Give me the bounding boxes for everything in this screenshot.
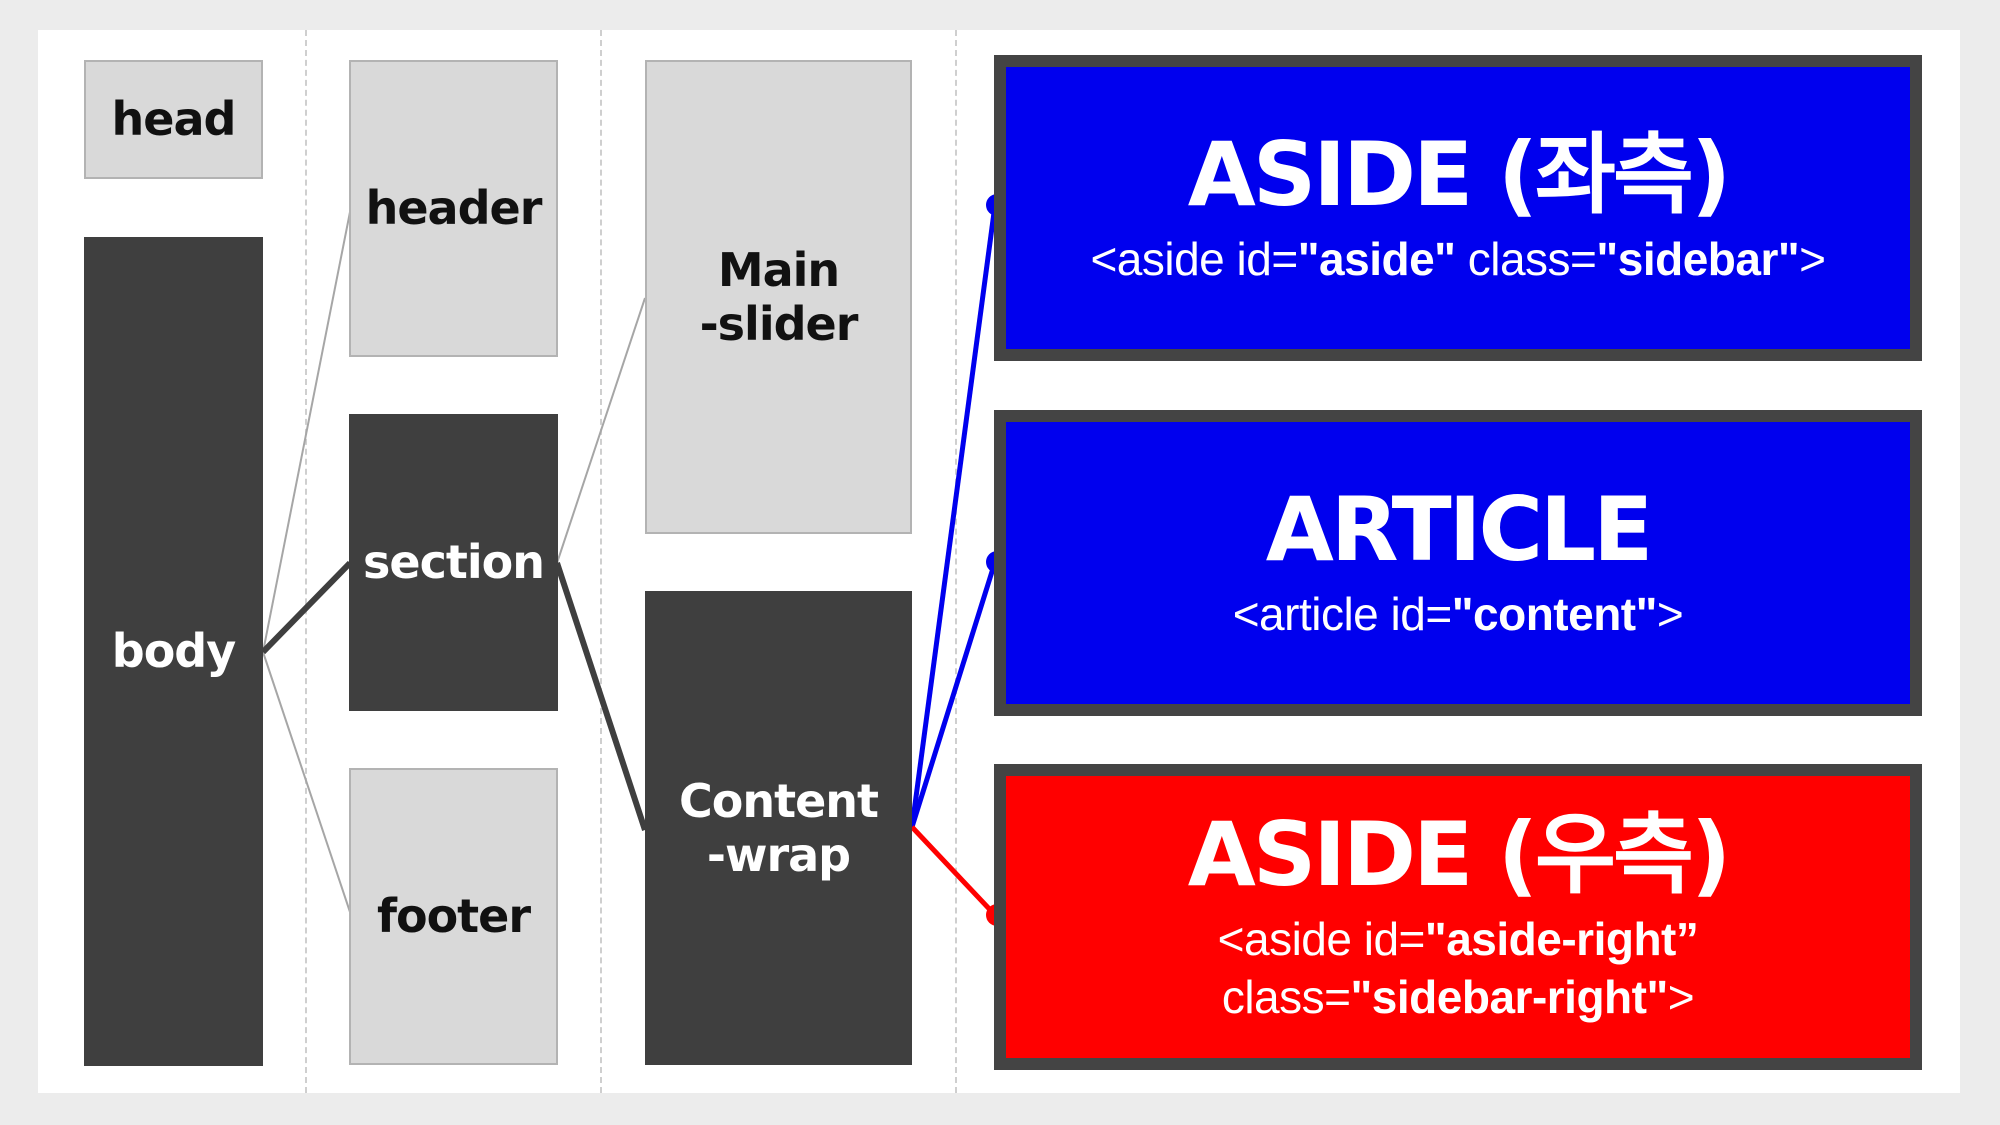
code-id-value: "aside-right” xyxy=(1424,912,1699,965)
panel-aside-left-code: <aside id="aside" class="sidebar"> xyxy=(1090,230,1826,289)
column-divider xyxy=(305,30,307,1093)
connector-body-section xyxy=(260,560,353,655)
node-main-slider-label: Main -slider xyxy=(699,242,859,351)
code-class-attr: class= xyxy=(1455,232,1597,285)
connector-contentwrap-article xyxy=(909,561,998,828)
panel-aside-left: ASIDE (좌측) <aside id="aside" class="side… xyxy=(994,55,1922,361)
connector-section-mainslider xyxy=(556,297,646,564)
panel-article: ARTICLE <article id="content"> xyxy=(994,410,1922,716)
code-id-value: "content" xyxy=(1451,587,1658,640)
panel-aside-right: ASIDE (우측) <aside id="aside-right” class… xyxy=(994,764,1922,1070)
node-head: head xyxy=(84,60,263,179)
node-header-label: header xyxy=(365,181,543,236)
node-content-wrap-label: Content -wrap xyxy=(678,773,879,882)
node-main-slider: Main -slider xyxy=(645,60,912,534)
node-section: section xyxy=(349,414,558,711)
code-class-value: "sidebar-right" xyxy=(1350,971,1669,1024)
code-class-value: "sidebar" xyxy=(1596,232,1800,285)
panel-aside-right-code: <aside id="aside-right” class="sidebar-r… xyxy=(1218,910,1699,1028)
code-line-2: class="sidebar-right"> xyxy=(1218,968,1699,1027)
connector-contentwrap-aside-left xyxy=(909,204,998,828)
connector-contentwrap-aside-right xyxy=(910,825,997,917)
node-body-label: body xyxy=(111,624,236,679)
code-tag-close: > xyxy=(1667,971,1695,1024)
column-divider xyxy=(600,30,602,1093)
panel-aside-right-title: ASIDE (우측) xyxy=(1187,802,1731,906)
panel-aside-left-title: ASIDE (좌측) xyxy=(1187,123,1731,227)
connector-body-footer xyxy=(262,651,351,913)
panel-article-title: ARTICLE xyxy=(1265,478,1653,582)
code-tag-open: <aside id= xyxy=(1090,232,1298,285)
code-class-attr: class= xyxy=(1221,971,1351,1024)
code-line-1: <aside id="aside-right” xyxy=(1218,910,1699,969)
node-body: body xyxy=(84,237,263,1066)
node-footer-label: footer xyxy=(376,889,531,944)
node-footer: footer xyxy=(349,768,558,1065)
code-id-value: "aside" xyxy=(1297,232,1456,285)
code-tag-close: > xyxy=(1656,587,1684,640)
code-tag-open: <article id= xyxy=(1232,587,1453,640)
node-content-wrap: Content -wrap xyxy=(645,591,912,1065)
code-tag-open: <aside id= xyxy=(1217,912,1426,965)
connector-body-header xyxy=(262,211,351,653)
node-header: header xyxy=(349,60,558,357)
panel-article-code: <article id="content"> xyxy=(1233,585,1684,644)
connector-section-contentwrap xyxy=(554,562,648,831)
node-head-label: head xyxy=(111,92,237,147)
column-divider xyxy=(955,30,957,1093)
code-tag-close: > xyxy=(1799,232,1826,285)
node-section-label: section xyxy=(363,535,545,590)
